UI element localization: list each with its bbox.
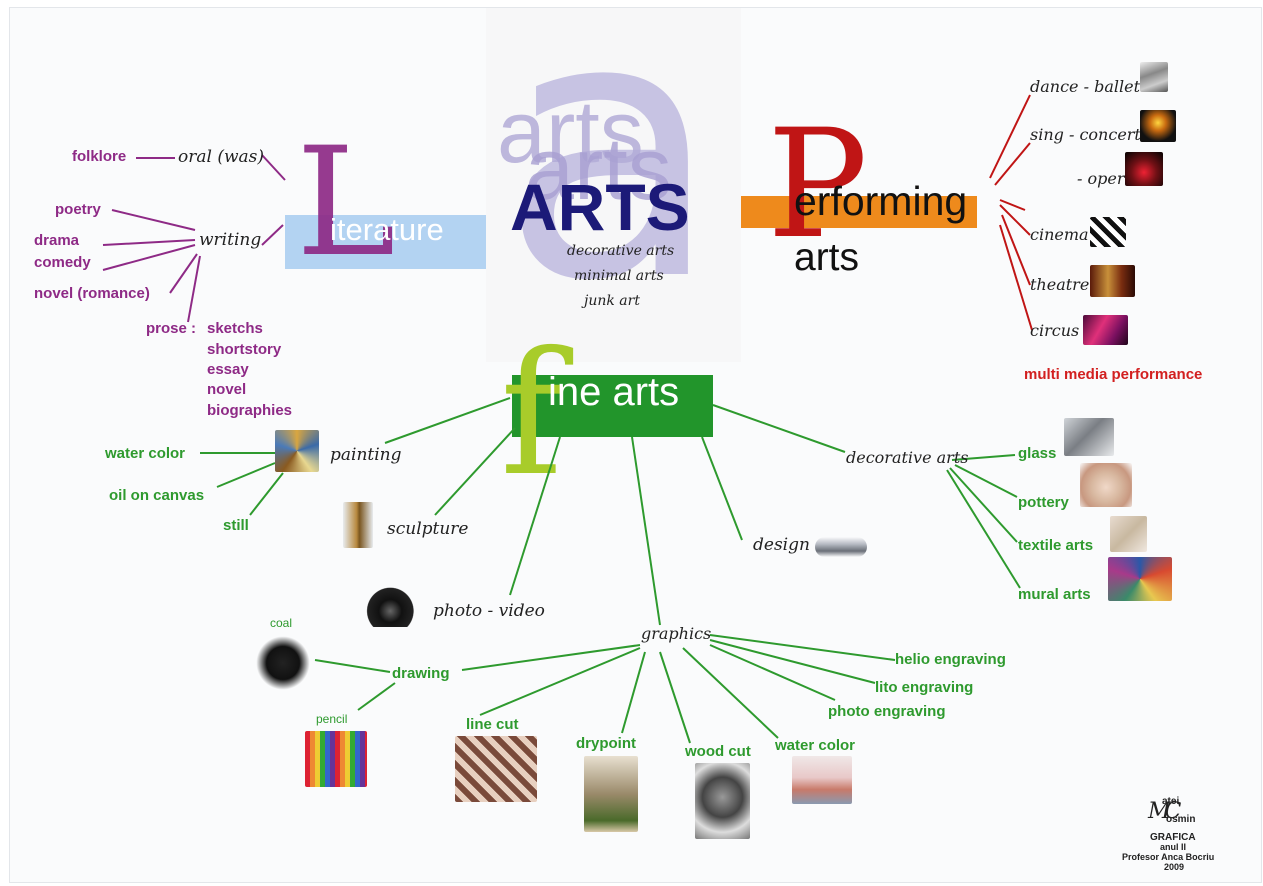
graphics-item: wood cut bbox=[685, 743, 751, 760]
mural-image bbox=[1108, 557, 1172, 601]
performing-item: dance - ballet bbox=[1030, 77, 1141, 96]
opera-image bbox=[1125, 152, 1163, 186]
author-signature: MC atei osmin bbox=[1148, 797, 1218, 837]
prose-item: shortstory bbox=[207, 341, 282, 358]
graphics-item: water color bbox=[775, 737, 856, 754]
watermark-letter: a bbox=[500, 0, 721, 359]
performing-bar bbox=[741, 196, 977, 228]
performing-item: cinema bbox=[1030, 225, 1089, 244]
wood-cut-image bbox=[695, 763, 750, 839]
pottery-image bbox=[1080, 463, 1132, 507]
painting-item: still bbox=[223, 517, 249, 534]
decorative-item: pottery bbox=[1018, 494, 1069, 511]
sculpture-label: sculpture bbox=[387, 519, 469, 539]
center-subitem: junk art bbox=[584, 293, 640, 309]
performing-item: circus bbox=[1030, 321, 1080, 340]
sculpture-image bbox=[343, 502, 373, 548]
signature-name-1: atei bbox=[1162, 796, 1180, 807]
pencils-image bbox=[305, 731, 367, 787]
camera-image bbox=[366, 587, 420, 627]
literature-label: iterature bbox=[330, 212, 444, 247]
drawing-label: drawing bbox=[392, 665, 450, 682]
literature-bar bbox=[285, 215, 486, 269]
fine-arts-initial: f bbox=[500, 316, 563, 514]
water-color-image bbox=[792, 756, 852, 804]
poetry-label: poetry bbox=[55, 201, 101, 218]
performing-item: sing - concerts bbox=[1030, 125, 1150, 144]
signature-initials: MC bbox=[1148, 799, 1181, 824]
fine-arts-label: ine arts bbox=[548, 370, 680, 414]
credits-line: anul II bbox=[1160, 842, 1187, 852]
graphics-item: helio engraving bbox=[895, 651, 1006, 668]
center-subitem: minimal arts bbox=[574, 268, 664, 284]
performing-label: erforming bbox=[794, 178, 968, 224]
decorative-item: glass bbox=[1018, 445, 1057, 462]
multimedia-label: multi media performance bbox=[1024, 366, 1203, 383]
drama-label: drama bbox=[34, 232, 80, 249]
decorative-item: textile arts bbox=[1018, 537, 1094, 554]
line-cut-image bbox=[455, 736, 537, 802]
performing-label-2: arts bbox=[794, 236, 860, 279]
pencil-label: pencil bbox=[316, 712, 348, 726]
ballet-image bbox=[1140, 62, 1168, 92]
watermark-word-1: arts bbox=[497, 82, 644, 181]
comedy-label: comedy bbox=[34, 254, 91, 271]
credits-line: 2009 bbox=[1164, 862, 1185, 872]
decorative-arts-label: decorative arts bbox=[846, 448, 969, 467]
coal-image bbox=[256, 632, 310, 694]
car-image bbox=[815, 537, 867, 557]
drypoint-image bbox=[584, 756, 638, 832]
folklore-label: folklore bbox=[72, 148, 127, 165]
prose-label: prose : bbox=[146, 320, 197, 337]
signature-name-2: osmin bbox=[1166, 814, 1196, 825]
credits-line: Profesor Anca Bocriu bbox=[1122, 852, 1215, 862]
painting-image bbox=[275, 430, 319, 472]
painting-label: painting bbox=[330, 445, 402, 465]
coal-label: coal bbox=[270, 616, 293, 630]
performing-item: theatre bbox=[1030, 275, 1090, 294]
performing-initial: P bbox=[767, 98, 868, 272]
circus-image bbox=[1083, 315, 1128, 345]
prose-item: sketchs bbox=[207, 320, 263, 337]
glass-image bbox=[1064, 418, 1114, 456]
painting-item: oil on canvas bbox=[109, 487, 205, 504]
writing-label: writing bbox=[199, 230, 262, 250]
prose-item: essay bbox=[207, 361, 249, 378]
center-title: ARTS bbox=[510, 170, 690, 244]
design-label: design bbox=[753, 535, 810, 555]
performing-item: - opera bbox=[1077, 169, 1135, 188]
graphics-item: photo engraving bbox=[828, 703, 946, 720]
credits-line: GRAFICA bbox=[1150, 832, 1196, 843]
center-subitem: decorative arts bbox=[567, 243, 675, 259]
decorative-item: mural arts bbox=[1018, 586, 1091, 603]
theatre-image bbox=[1090, 265, 1135, 297]
graphics-item: drypoint bbox=[576, 735, 636, 752]
center-panel bbox=[486, 8, 741, 362]
fine-arts-bar bbox=[512, 375, 713, 437]
prose-item: novel bbox=[207, 381, 247, 398]
textile-image bbox=[1110, 516, 1147, 552]
graphics-label: graphics bbox=[641, 624, 712, 643]
concert-image bbox=[1140, 110, 1176, 142]
painting-item: water color bbox=[105, 445, 186, 462]
graphics-item: lito engraving bbox=[875, 679, 974, 696]
literature-initial: L bbox=[296, 116, 396, 290]
clapperboard-image bbox=[1090, 217, 1126, 247]
prose-item: biographies bbox=[207, 402, 293, 419]
graphics-item: line cut bbox=[466, 716, 519, 733]
novel-romance-label: novel (romance) bbox=[34, 285, 150, 302]
photo-video-label: photo - video bbox=[433, 601, 545, 621]
oral-label: oral (was) bbox=[178, 147, 265, 167]
watermark-word-2: arts bbox=[525, 119, 672, 218]
